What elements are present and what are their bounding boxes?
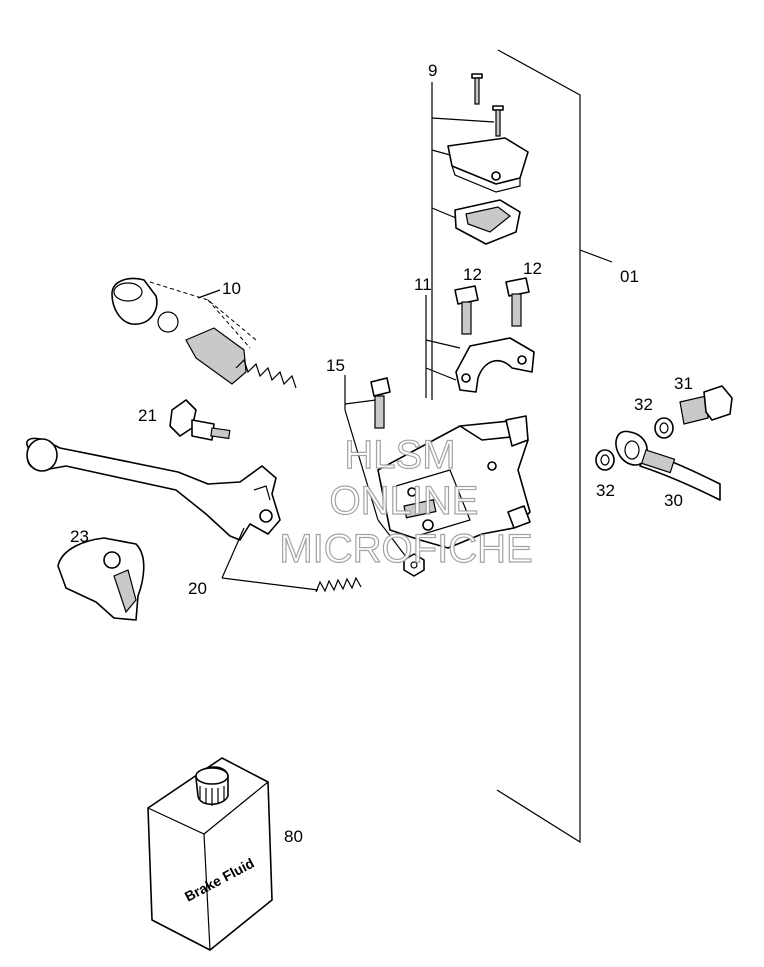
copper-washer xyxy=(654,417,674,439)
callout-32a: 32 xyxy=(634,395,653,414)
brake-fluid-bottle: Brake Fluid xyxy=(147,757,273,951)
lever-adjuster xyxy=(169,399,231,441)
pivot-bolt-group xyxy=(344,375,425,577)
callout-80: 80 xyxy=(284,827,303,846)
banjo-bolt xyxy=(679,395,709,425)
watermark-line2: ONLINE xyxy=(330,479,479,523)
callout-12b: 12 xyxy=(523,259,542,278)
callout-23: 23 xyxy=(70,527,89,546)
piston xyxy=(185,327,247,385)
callout-31: 31 xyxy=(674,374,693,393)
brake-line-group xyxy=(595,385,733,501)
reservoir-cap-group xyxy=(431,73,529,400)
master-cylinder-body xyxy=(377,415,531,549)
callout-32b: 32 xyxy=(596,481,615,500)
brake-lever xyxy=(26,437,362,593)
circlip xyxy=(157,311,179,333)
banjo-fitting xyxy=(615,430,648,466)
cap-screw xyxy=(492,105,504,137)
callout-30: 30 xyxy=(664,491,683,510)
pivot-nut xyxy=(403,553,425,577)
lever-guard xyxy=(57,537,145,621)
return-spring xyxy=(235,358,297,389)
callout-21: 21 xyxy=(138,406,157,425)
piston-kit xyxy=(111,277,297,389)
clamp-bolt xyxy=(454,285,479,335)
clamp-group xyxy=(425,277,535,398)
handlebar-clamp xyxy=(455,337,535,393)
piston-boot xyxy=(111,277,158,325)
callout-12a: 12 xyxy=(463,265,482,284)
watermark: HLSM ONLINE MICROFICHE xyxy=(279,432,534,571)
watermark-line3: MICROFICHE xyxy=(279,527,532,571)
callout-11: 11 xyxy=(414,275,432,294)
callout-10: 10 xyxy=(222,279,241,298)
watermark-line1: HLSM xyxy=(344,433,455,477)
copper-washer xyxy=(595,449,615,471)
callout-9: 9 xyxy=(428,61,437,80)
lever-spring xyxy=(315,576,362,593)
clamp-bolt xyxy=(505,277,530,327)
assembly-frame-01 xyxy=(496,49,613,844)
callout-15: 15 xyxy=(326,356,345,375)
callout-20: 20 xyxy=(188,579,207,598)
callout-01: 01 xyxy=(620,267,639,286)
cap-screw xyxy=(471,73,483,105)
